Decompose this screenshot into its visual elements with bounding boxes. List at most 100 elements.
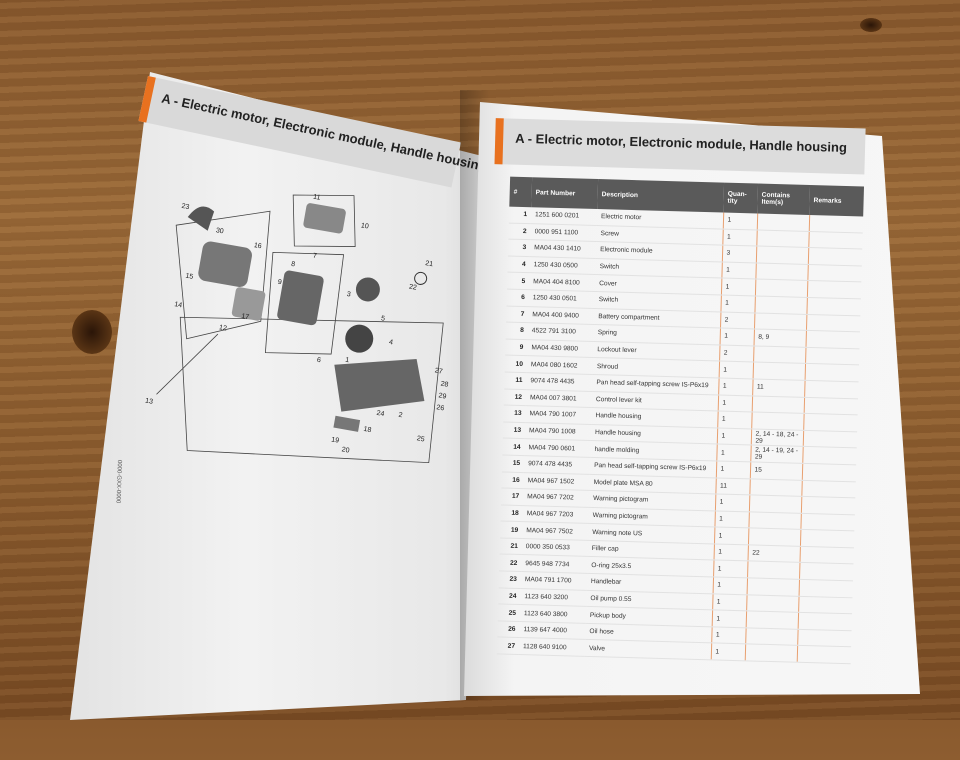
remarks	[803, 413, 858, 432]
row-number: 27	[496, 637, 520, 655]
row-number: 15	[501, 454, 525, 473]
callout-label: 11	[313, 194, 321, 202]
row-number: 17	[500, 488, 524, 506]
quantity: 1	[710, 643, 746, 661]
row-number: 25	[497, 604, 521, 622]
remarks	[805, 330, 860, 349]
row-number: 5	[507, 272, 530, 290]
remarks	[802, 430, 858, 449]
remarks	[802, 446, 857, 465]
contains-items: 2, 14 - 19, 24 - 29	[750, 445, 803, 464]
quantity: 1	[718, 377, 753, 396]
callout-label: 27	[434, 367, 443, 375]
part-description: Valve	[584, 639, 712, 660]
callout-label: 15	[185, 273, 194, 281]
row-number: 22	[499, 554, 522, 572]
right-page-header: A - Electric motor, Electronic module, H…	[494, 118, 866, 175]
quantity: 1	[721, 261, 756, 280]
callout-label: 16	[253, 242, 262, 250]
part-number: MA04 400 9400	[528, 306, 595, 325]
row-number: 3	[507, 239, 531, 257]
row-number: 11	[504, 371, 527, 390]
column-header: Part Number	[531, 177, 599, 210]
row-number: 13	[503, 405, 526, 423]
quantity: 3	[721, 245, 757, 263]
column-header: Description	[597, 179, 725, 213]
callout-label: 21	[425, 260, 434, 268]
row-number: 7	[506, 305, 529, 323]
contains-items	[744, 644, 798, 663]
callout-label: 24	[376, 410, 385, 418]
row-number: 8	[505, 322, 529, 340]
part-number: MA04 430 1410	[529, 239, 597, 259]
contains-items	[754, 279, 808, 298]
remarks	[799, 529, 855, 548]
part-number: MA04 967 7203	[522, 505, 589, 524]
remarks	[805, 347, 860, 366]
row-number: 10	[504, 355, 528, 373]
contains-items	[751, 395, 805, 414]
column-header: #	[509, 176, 533, 208]
quantity: 1	[718, 361, 754, 379]
part-number: 9074 478 4435	[526, 372, 593, 391]
row-number: 16	[501, 471, 524, 489]
quantity: 11	[715, 477, 750, 495]
column-header: Remarks	[809, 184, 865, 217]
remarks	[798, 595, 853, 615]
contains-items: 15	[749, 461, 803, 480]
contains-items	[748, 511, 801, 530]
quantity: 1	[720, 278, 756, 296]
part-number: MA04 007 3801	[525, 389, 593, 408]
row-number: 4	[507, 255, 530, 274]
callout-label: 23	[181, 203, 190, 211]
quantity: 1	[720, 294, 755, 313]
remarks	[800, 496, 856, 515]
callout-label: 5	[380, 315, 385, 323]
part-number: 4522 791 3100	[527, 322, 595, 342]
remarks	[807, 247, 863, 266]
quantity: 1	[716, 444, 751, 462]
row-number: 9	[505, 338, 528, 356]
quantity: 2	[719, 311, 755, 330]
column-header: Contains Item(s)	[757, 183, 811, 215]
part-number: MA04 790 1008	[524, 422, 592, 441]
row-number: 21	[499, 537, 523, 556]
callout-label: 10	[360, 222, 369, 230]
callout-label: 25	[416, 435, 425, 443]
callout-label: 30	[215, 227, 224, 235]
contains-items: 11	[752, 378, 805, 397]
quantity: 2	[719, 344, 754, 363]
contains-items: 2, 14 - 18, 24 - 29	[750, 428, 804, 447]
quantity: 1	[711, 610, 747, 628]
row-number: 1	[508, 206, 532, 224]
row-number: 23	[498, 570, 522, 589]
exploded-parts-diagram: 23 30 16 15 14 12 17 11 8 3 10 7 9 21 22…	[145, 194, 449, 464]
quantity: 1	[722, 228, 757, 247]
remarks	[801, 479, 856, 498]
part-number: 1128 640 9100	[518, 637, 586, 657]
row-number: 14	[502, 438, 525, 456]
part-number: MA04 790 0601	[524, 438, 591, 458]
remarks	[806, 297, 861, 316]
contains-items	[746, 594, 799, 613]
part-number: MA04 967 1502	[523, 472, 590, 491]
contains-items	[754, 295, 807, 314]
contains-items	[752, 362, 806, 381]
contains-items	[751, 412, 804, 431]
callout-label: 8	[291, 261, 296, 269]
contains-items	[755, 262, 808, 281]
quantity: 1	[717, 411, 752, 429]
part-number: MA04 404 8100	[528, 273, 596, 292]
part-number: MA04 430 9800	[527, 339, 594, 358]
right-page-content: A - Electric motor, Electronic module, H…	[474, 110, 890, 701]
row-number: 6	[506, 289, 529, 307]
callout-label: 28	[440, 381, 449, 389]
contains-items	[745, 627, 798, 646]
part-number: 1250 430 0501	[528, 289, 595, 309]
contains-items	[748, 494, 802, 514]
callout-label: 22	[408, 284, 417, 292]
part-number: 9074 478 4435	[523, 455, 591, 474]
callout-label: 12	[218, 324, 227, 332]
contains-items	[753, 345, 806, 364]
contains-items	[756, 229, 809, 248]
